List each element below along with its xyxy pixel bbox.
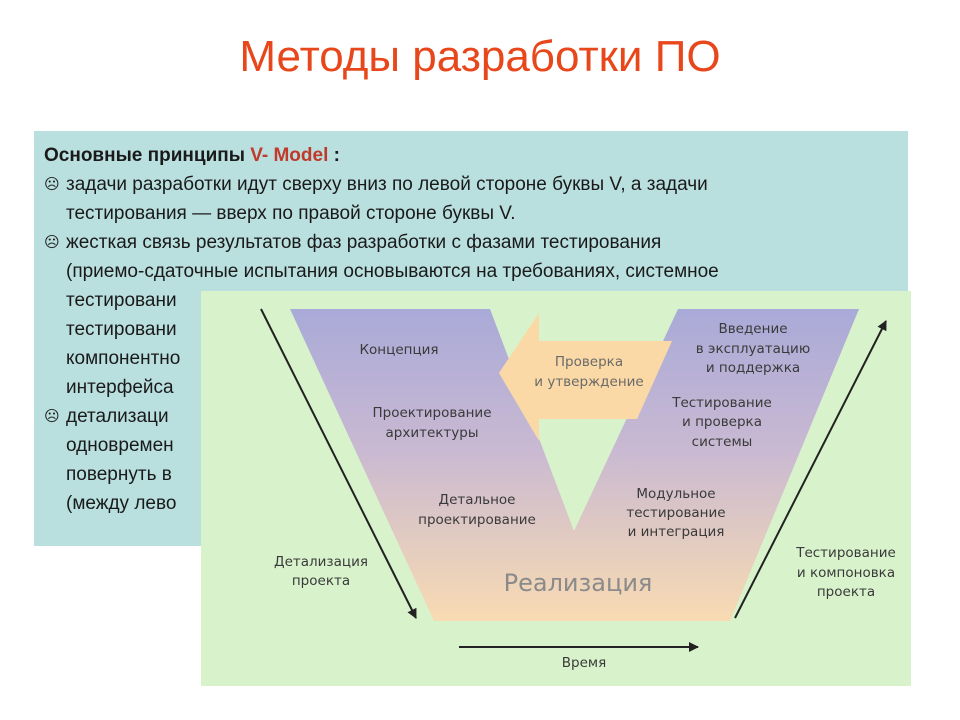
bullet-3-line-2: одновремен [66, 435, 174, 456]
phase-unit-test-line-3: и интеграция [628, 524, 725, 540]
bullet-3-line-3: повернуть в [66, 464, 172, 485]
phase-architecture-line-2: архитектуры [385, 425, 478, 441]
phase-implementation: Реализация [504, 569, 653, 597]
detailing-arrow [260, 308, 417, 619]
heading-suffix: : [328, 145, 340, 166]
phase-system-test-line-2: и проверка [682, 414, 762, 430]
phase-deployment-line-3: и поддержка [706, 360, 800, 376]
center-arrow-line-1: Проверка [555, 354, 623, 370]
bullet-1-line-2: тестирования — вверх по правой стороне б… [66, 203, 516, 224]
testing-arrow [734, 320, 887, 619]
bullet-item-2: ☹ жесткая связь результатов фаз разработ… [44, 228, 904, 402]
v-shape [290, 309, 859, 621]
bullet-1-line-1: задачи разработки идут сверху вниз по ле… [66, 174, 708, 195]
phase-concept: Концепция [359, 342, 438, 358]
phase-architecture-line-1: Проектирование [372, 405, 491, 421]
phase-deployment-line-2: в эксплуатацию [696, 341, 810, 357]
bullet-2-line-2: (приемо-сдаточные испытания основываются… [66, 261, 719, 282]
bullet-2-line-3: тестировани [66, 290, 177, 311]
right-arrow-label-line-2: и компоновка [797, 565, 895, 581]
frown-face-icon: ☹ [44, 176, 60, 193]
slide-title: Методы разработки ПО [239, 32, 721, 81]
left-arrow-label-line-2: проекта [292, 573, 350, 589]
verification-arrow [499, 313, 672, 441]
right-arrow-label-line-1: Тестирование [795, 545, 896, 561]
center-arrow-line-2: и утверждение [534, 374, 643, 390]
bullet-2-line-1: жесткая связь результатов фаз разработки… [66, 232, 662, 253]
phase-system-test-line-1: Тестирование [671, 395, 772, 411]
v-model-svg: Проверка и утверждение Концепция Проекти… [260, 308, 896, 671]
bullet-2-line-4: тестировани [66, 319, 177, 340]
bullet-2-line-5: компонентно [66, 348, 181, 369]
bullet-item-3: ☹ детализаци одновремен повернуть в (меж… [44, 402, 904, 518]
phase-deployment-line-1: Введение [718, 321, 787, 337]
frown-face-icon: ☹ [44, 408, 60, 425]
bullet-3-line-4: (между лево [66, 493, 177, 514]
phase-system-test-line-3: системы [692, 434, 753, 450]
principles-content: Основные принципы V- Model : ☹ задачи ра… [44, 141, 904, 518]
heading-prefix: Основные принципы [44, 145, 251, 166]
phase-detailed-design-line-2: проектирование [418, 512, 536, 528]
principles-heading: Основные принципы V- Model : [44, 141, 904, 170]
heading-accent: V- Model [250, 145, 329, 166]
time-label: Время [562, 655, 606, 671]
phase-unit-test-line-2: тестирование [626, 505, 725, 521]
bullet-2-line-6: интерфейса [66, 377, 174, 398]
right-arrow-label-line-3: проекта [817, 584, 875, 600]
bullet-3-line-1: детализаци [66, 406, 169, 427]
frown-face-icon: ☹ [44, 234, 60, 251]
phase-unit-test-line-1: Модульное [636, 486, 715, 502]
v-model-diagram: Проверка и утверждение Концепция Проекти… [201, 291, 911, 686]
phase-detailed-design-line-1: Детальное [439, 492, 516, 508]
bullet-item-1: ☹ задачи разработки идут сверху вниз по … [44, 170, 904, 228]
left-arrow-label-line-1: Детализация [274, 554, 368, 570]
